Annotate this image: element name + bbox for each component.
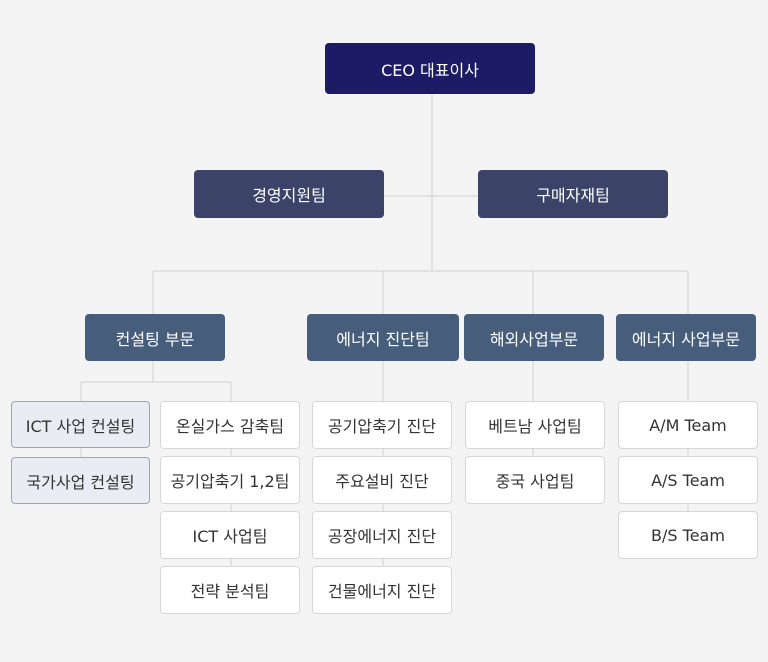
division-box-consulting: 컨설팅 부문	[85, 314, 225, 361]
team-box: ICT 사업팀	[160, 511, 300, 559]
team-box: 베트남 사업팀	[465, 401, 605, 449]
staff-box-management-support: 경영지원팀	[194, 170, 384, 218]
team-box: A/M Team	[618, 401, 758, 449]
team-box: 국가사업 컨설팅	[11, 457, 150, 504]
team-box: 온실가스 감축팀	[160, 401, 300, 449]
team-box: 공기압축기 1,2팀	[160, 456, 300, 504]
staff-box-procurement: 구매자재팀	[478, 170, 668, 218]
division-box-overseas: 해외사업부문	[464, 314, 604, 361]
team-box: A/S Team	[618, 456, 758, 504]
team-box: 중국 사업팀	[465, 456, 605, 504]
division-box-energy-business: 에너지 사업부문	[616, 314, 756, 361]
team-box: 공기압축기 진단	[312, 401, 452, 449]
team-box: 건물에너지 진단	[312, 566, 452, 614]
team-box: B/S Team	[618, 511, 758, 559]
team-box: 전략 분석팀	[160, 566, 300, 614]
team-box: ICT 사업 컨설팅	[11, 401, 150, 448]
division-box-energy-diagnosis: 에너지 진단팀	[307, 314, 459, 361]
team-box: 주요설비 진단	[312, 456, 452, 504]
team-box: 공장에너지 진단	[312, 511, 452, 559]
ceo-box: CEO 대표이사	[325, 43, 535, 94]
